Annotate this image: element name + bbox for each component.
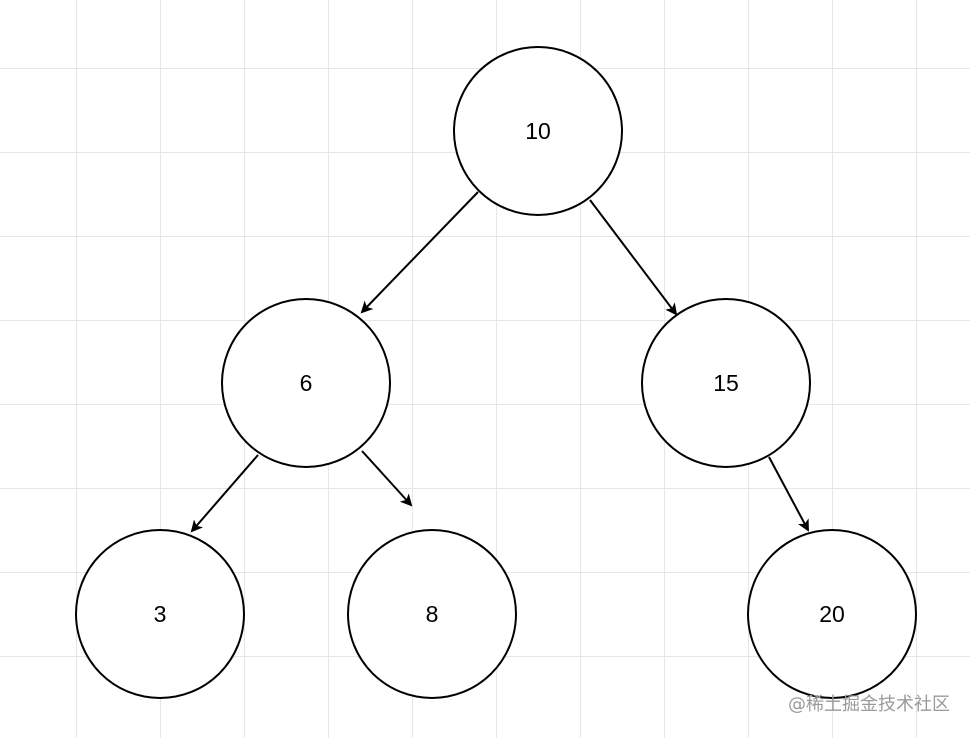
- watermark: @稀土掘金技术社区: [788, 694, 950, 715]
- node-circle: [347, 529, 517, 699]
- tree-node-6[interactable]: 6: [221, 298, 391, 468]
- node-circle: [75, 529, 245, 699]
- node-label: 15: [713, 370, 739, 396]
- tree-node-10[interactable]: 10: [453, 46, 623, 216]
- node-label: 6: [300, 370, 313, 396]
- node-label: 8: [426, 601, 439, 627]
- node-label: 3: [154, 601, 167, 627]
- tree-node-20[interactable]: 20: [747, 529, 917, 699]
- node-circle: [453, 46, 623, 216]
- node-circle: [641, 298, 811, 468]
- tree-node-15[interactable]: 15: [641, 298, 811, 468]
- node-circle: [747, 529, 917, 699]
- edge-6-to-3: [190, 454, 259, 533]
- edge-10-to-6: [360, 191, 479, 314]
- node-label: 10: [525, 118, 551, 144]
- edge-15-to-20: [768, 456, 809, 532]
- edge-6-to-8: [361, 450, 413, 507]
- tree-node-3[interactable]: 3: [75, 529, 245, 699]
- edge-10-to-15: [589, 199, 678, 316]
- tree-node-8[interactable]: 8: [347, 529, 517, 699]
- node-label: 20: [819, 601, 845, 627]
- node-circle: [221, 298, 391, 468]
